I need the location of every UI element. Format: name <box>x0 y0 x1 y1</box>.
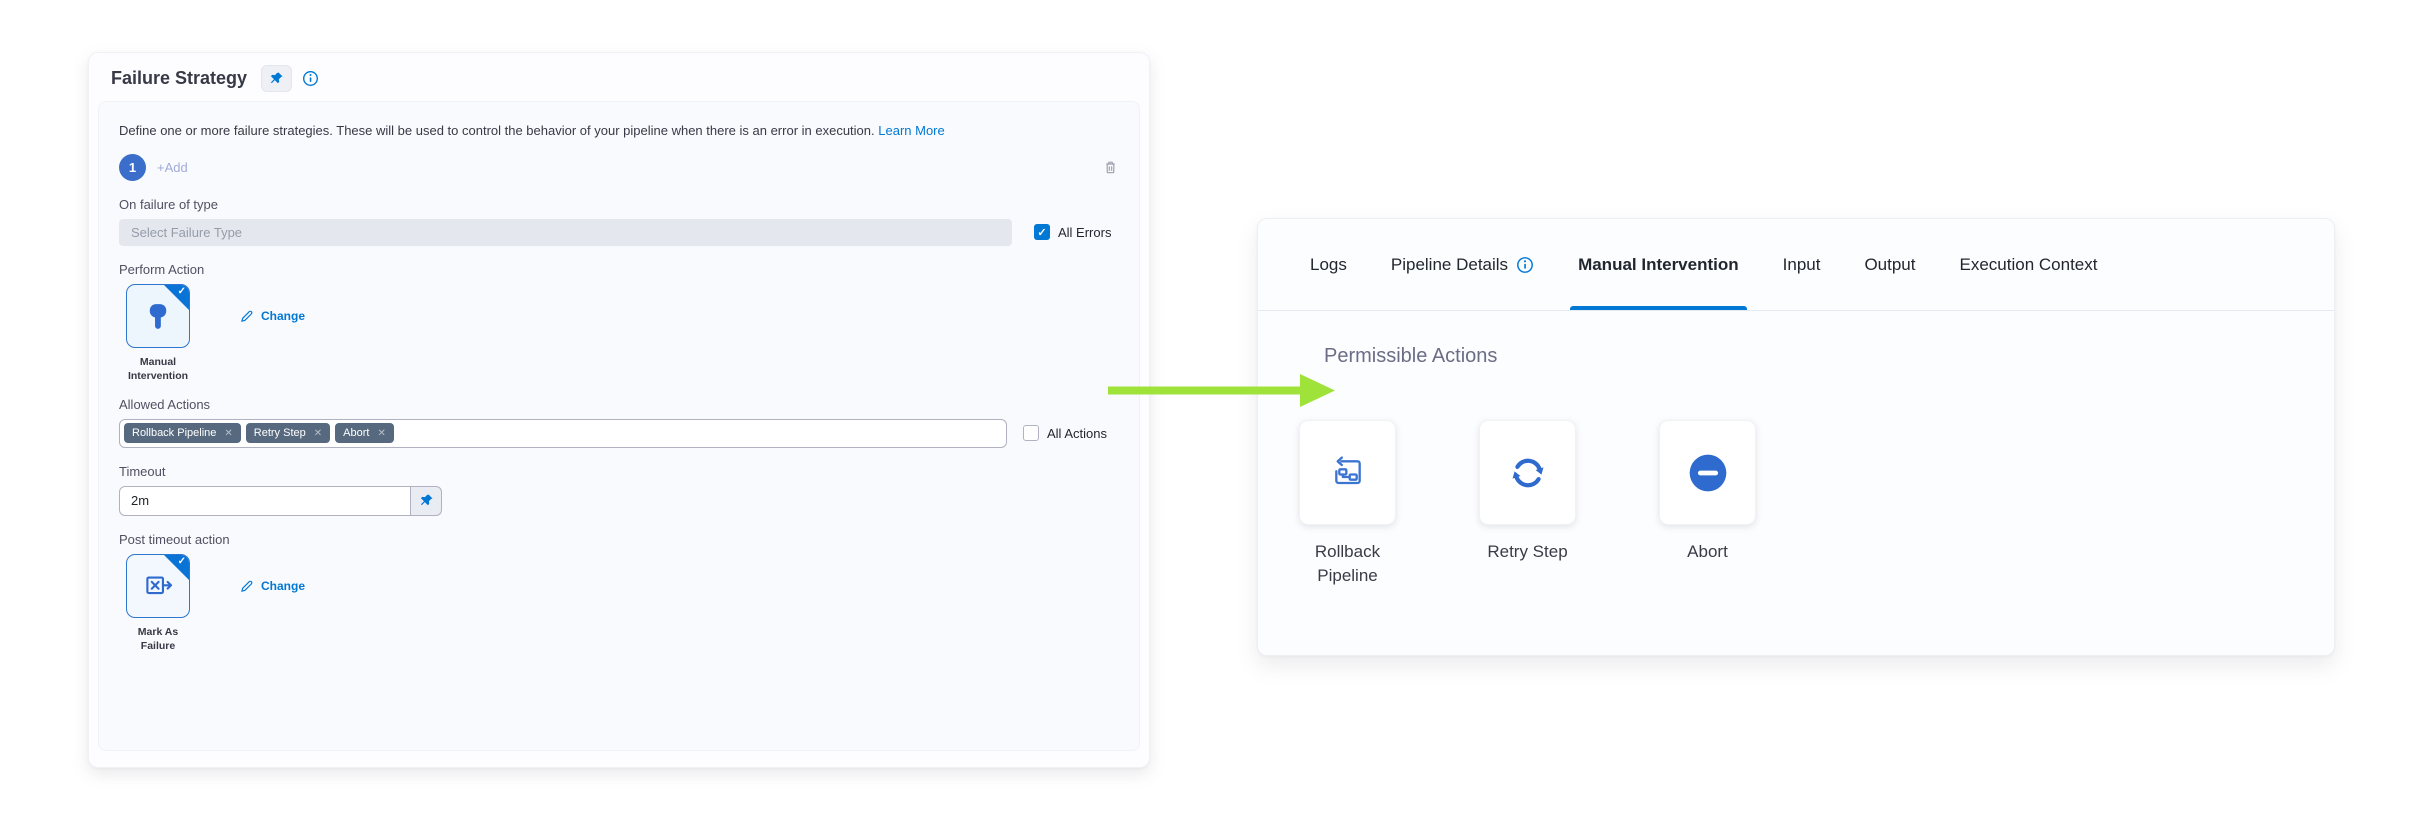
remove-tag-icon[interactable]: ✕ <box>224 427 233 439</box>
all-errors-checkbox[interactable]: ✓ <box>1034 224 1050 241</box>
add-strategy-button[interactable]: +Add <box>157 159 188 175</box>
all-errors-label: All Errors <box>1058 224 1112 240</box>
panel-title: Failure Strategy <box>111 68 248 88</box>
strategy-list-row: 1 +Add <box>119 153 1119 181</box>
info-icon[interactable] <box>1516 256 1534 274</box>
tag-abort[interactable]: Abort ✕ <box>335 423 394 444</box>
info-icon[interactable] <box>302 70 319 87</box>
tag-label: Retry Step <box>253 427 306 440</box>
tab-pipeline-details[interactable]: Pipeline Details <box>1391 219 1534 310</box>
allowed-actions-input[interactable]: Rollback Pipeline ✕ Retry Step ✕ Abort ✕ <box>119 418 1007 448</box>
mark-as-failure-caption: Mark As Failure <box>137 625 179 653</box>
remove-tag-icon[interactable]: ✕ <box>377 427 386 439</box>
timeout-input[interactable] <box>119 485 411 516</box>
tab-label: Logs <box>1310 254 1347 274</box>
perform-action-label: Perform Action <box>119 261 205 277</box>
retry-step-icon <box>1507 452 1549 494</box>
timeout-label: Timeout <box>119 463 166 479</box>
description-text: Define one or more failure strategies. T… <box>119 123 875 138</box>
strategy-number-chip[interactable]: 1 <box>119 153 146 181</box>
action-label: Retry Step <box>1487 542 1568 561</box>
tab-label: Manual Intervention <box>1578 254 1739 274</box>
tag-label: Rollback Pipeline <box>132 427 217 440</box>
allowed-actions-label: Allowed Actions <box>119 396 211 412</box>
pencil-icon <box>239 309 254 324</box>
tag-retry-step[interactable]: Retry Step ✕ <box>245 423 331 444</box>
selected-corner <box>164 554 189 580</box>
tab-execution-context[interactable]: Execution Context <box>1960 219 2098 310</box>
manual-intervention-card[interactable]: ✓ <box>126 283 190 348</box>
on-failure-of-type-label: On failure of type <box>119 196 218 212</box>
manual-intervention-caption: Manual Intervention <box>127 355 189 382</box>
failure-strategy-header: Failure Strategy <box>89 53 1149 102</box>
failure-strategy-panel: Failure Strategy Define one or more fail… <box>88 52 1150 768</box>
pin-icon <box>419 493 434 508</box>
strategy-description: Define one or more failure strategies. T… <box>119 122 1119 140</box>
all-actions-checkbox[interactable] <box>1023 425 1039 442</box>
perform-action-block: ✓ Manual Intervention Change <box>119 283 1119 383</box>
pin-button[interactable] <box>261 65 293 92</box>
tab-label: Output <box>1864 254 1916 274</box>
tab-input[interactable]: Input <box>1783 219 1821 310</box>
timeout-row <box>119 485 1119 516</box>
failure-type-select[interactable] <box>119 218 1012 246</box>
selected-check-icon: ✓ <box>177 555 186 567</box>
action-label: Rollback Pipeline <box>1314 542 1381 585</box>
permissible-action-abort[interactable]: Abort <box>1659 420 1756 588</box>
mark-as-failure-icon <box>141 569 175 603</box>
execution-details-panel: Logs Pipeline Details Manual Interventio… <box>1257 218 2335 656</box>
post-timeout-card-wrap: ✓ Mark As Failure <box>119 553 197 653</box>
failure-type-row: ✓ All Errors <box>119 218 1119 246</box>
all-actions-group: All Actions <box>1023 425 1107 442</box>
failure-strategy-body: Define one or more failure strategies. T… <box>98 101 1140 751</box>
flow-arrow <box>1108 371 1336 416</box>
timeout-pin-button[interactable] <box>411 485 442 516</box>
remove-tag-icon[interactable]: ✕ <box>313 427 323 439</box>
pencil-icon <box>239 579 254 594</box>
action-label: Abort <box>1687 542 1728 561</box>
mark-as-failure-card[interactable]: ✓ <box>126 553 190 618</box>
post-timeout-action-block: ✓ Mark As Failure Change <box>119 553 1119 653</box>
change-label: Change <box>261 309 306 324</box>
manual-intervention-hand-icon <box>141 299 175 333</box>
retry-step-card[interactable] <box>1479 420 1576 525</box>
tab-bar: Logs Pipeline Details Manual Interventio… <box>1258 219 2334 311</box>
abort-icon <box>1686 451 1730 495</box>
rollback-pipeline-icon <box>1328 453 1368 493</box>
change-post-timeout-link[interactable]: Change <box>239 579 305 594</box>
post-timeout-action-label: Post timeout action <box>119 531 230 547</box>
learn-more-link[interactable]: Learn More <box>878 123 945 138</box>
tab-output[interactable]: Output <box>1864 219 1915 310</box>
change-action-link[interactable]: Change <box>239 309 305 324</box>
permissible-action-rollback-pipeline[interactable]: Rollback Pipeline <box>1299 420 1396 588</box>
permissible-actions-title: Permissible Actions <box>1324 345 1498 367</box>
all-errors-group: ✓ All Errors <box>1034 224 1112 241</box>
selected-check-icon: ✓ <box>177 285 186 297</box>
selected-corner <box>164 284 189 310</box>
perform-action-card-wrap: ✓ Manual Intervention <box>119 283 197 383</box>
tag-rollback-pipeline[interactable]: Rollback Pipeline ✕ <box>124 423 241 444</box>
permissible-actions-row: Rollback Pipeline Retry Step <box>1299 420 2334 588</box>
tab-label: Execution Context <box>1959 254 2098 274</box>
tag-label: Abort <box>343 427 370 440</box>
allowed-actions-row: Rollback Pipeline ✕ Retry Step ✕ Abort ✕… <box>119 418 1119 448</box>
tab-logs[interactable]: Logs <box>1310 219 1347 310</box>
abort-card[interactable] <box>1659 420 1756 525</box>
permissible-action-retry-step[interactable]: Retry Step <box>1479 420 1576 588</box>
delete-strategy-button[interactable] <box>1102 159 1119 176</box>
tab-label: Input <box>1782 254 1821 274</box>
pin-icon <box>269 71 284 86</box>
change-label: Change <box>261 579 306 594</box>
rollback-pipeline-card[interactable] <box>1299 420 1396 525</box>
trash-icon <box>1102 159 1119 176</box>
all-actions-label: All Actions <box>1047 425 1107 441</box>
tab-manual-intervention[interactable]: Manual Intervention <box>1570 219 1747 310</box>
tab-label: Pipeline Details <box>1390 254 1509 274</box>
